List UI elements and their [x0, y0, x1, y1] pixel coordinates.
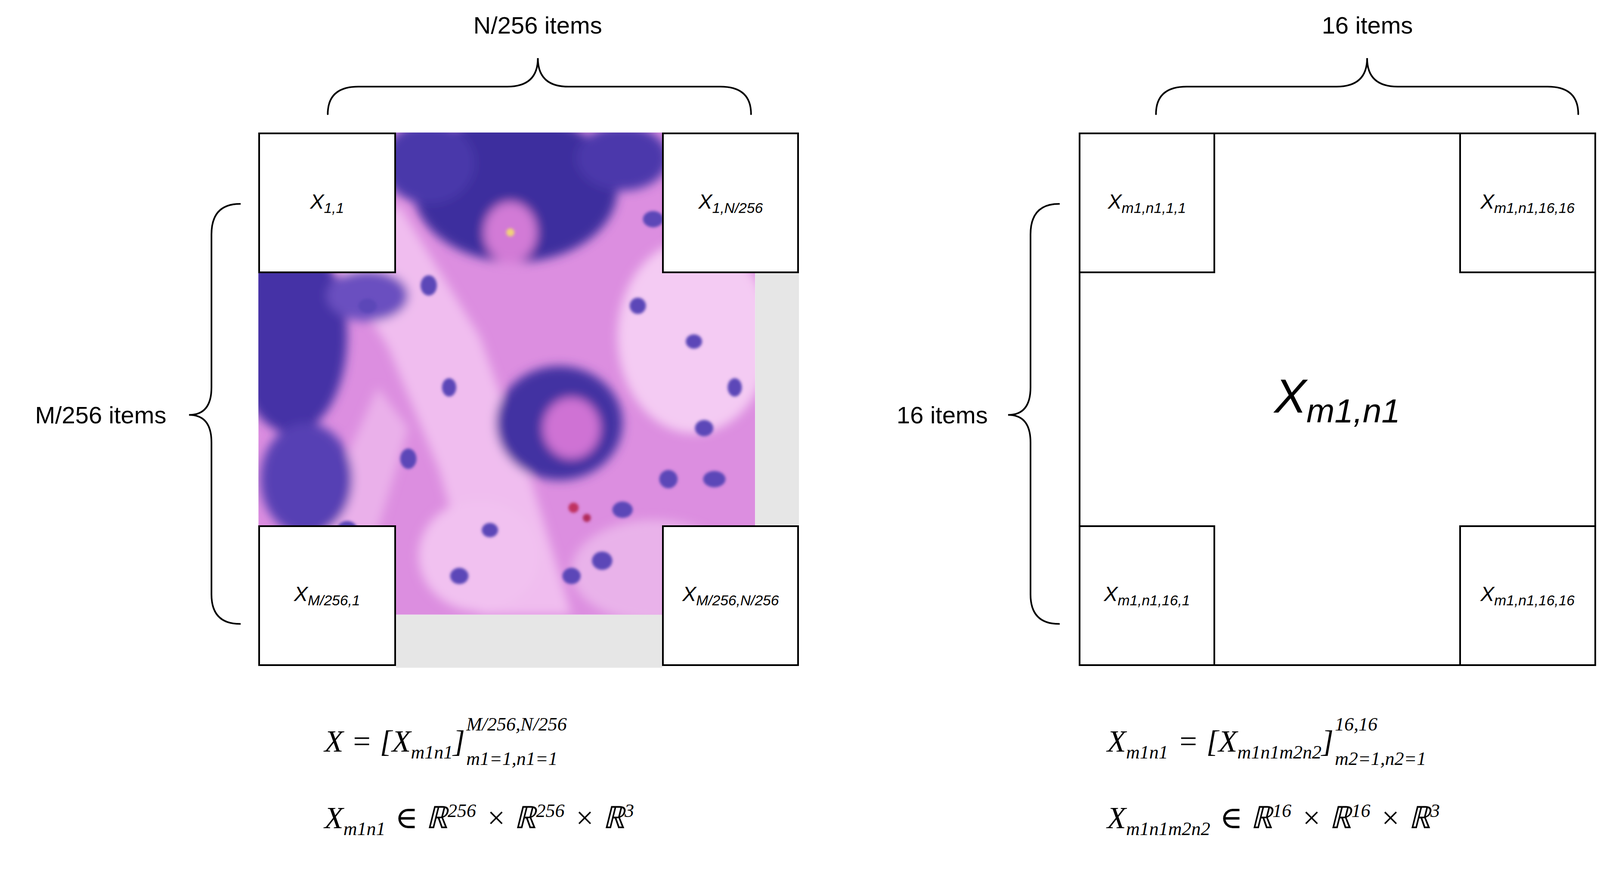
- formula: Xm1n1 = [Xm1n1m2n2]16,16m2=1,n2=1: [1107, 707, 1427, 777]
- tile-index-subscript: m1,n1,16,16: [1494, 592, 1575, 609]
- formula: Xm1n1m2n2∈ ℝ16× ℝ16× ℝ3: [1107, 799, 1440, 842]
- formula-term: ]: [452, 724, 465, 759]
- formula-superscript: 256: [535, 800, 565, 822]
- tile-symbol: X: [1103, 582, 1118, 606]
- formula-term: × ℝ: [1300, 801, 1352, 836]
- formula-superscript: M/256,N/256: [466, 707, 567, 743]
- formula-term: × ℝ: [573, 801, 625, 836]
- formula-term: X = [X: [324, 724, 412, 759]
- formula-subscript: m1n1: [410, 742, 453, 764]
- tile-index-subscript: m1,n1,16,1: [1117, 592, 1190, 609]
- tile-index-subscript: m1,n1,1,1: [1121, 200, 1186, 217]
- tile-label: Xm1,n1: [1274, 367, 1401, 432]
- formula-index-stack: M/256,N/256m1=1,n1=1: [466, 707, 567, 777]
- formula-term: ∈ ℝ: [395, 801, 448, 836]
- formula-term: = [X: [1177, 724, 1238, 759]
- formula: Xm1n1∈ ℝ256× ℝ256× ℝ3: [324, 799, 635, 842]
- formula-superscript: 16,16: [1334, 707, 1427, 743]
- sub-tile-box: Xm1,n1,1,1: [1078, 132, 1216, 274]
- tile-label: X1,N/256: [698, 189, 763, 217]
- tile-label: Xm1,n1,16,16: [1480, 189, 1575, 217]
- formula-superscript: 16: [1351, 800, 1371, 822]
- image-tile-box: XM/256,1: [258, 525, 397, 667]
- curly-brace: [1008, 204, 1059, 625]
- curly-brace: [327, 58, 751, 115]
- brace-label: N/256 items: [473, 12, 603, 39]
- formula-subscript: m2=1,n2=1: [1334, 742, 1427, 777]
- formula-term: X: [1107, 801, 1127, 836]
- tile-symbol: X: [1480, 582, 1495, 606]
- sub-tile-box: Xm1,n1,16,16: [1459, 132, 1597, 274]
- sub-tile-box: Xm1,n1,16,1: [1078, 525, 1216, 667]
- tile-label: XM/256,1: [294, 581, 360, 610]
- tile-index-subscript: 1,N/256: [711, 200, 763, 217]
- formula-superscript: 3: [1430, 800, 1440, 822]
- image-tile-box: X1,1: [258, 132, 397, 274]
- sub-tile-box: Xm1,n1,16,16: [1459, 525, 1597, 667]
- formula-subscript: m1n1m2n2: [1237, 742, 1322, 764]
- image-tile-box: XM/256,N/256: [662, 525, 799, 667]
- tile-symbol: X: [1274, 369, 1307, 424]
- formula-term: × ℝ: [485, 801, 537, 836]
- brace-label: M/256 items: [34, 402, 167, 429]
- formula-superscript: 3: [624, 800, 635, 822]
- tile-grid-box: Xm1,n1Xm1,n1,1,1Xm1,n1,16,16Xm1,n1,16,1X…: [1078, 132, 1597, 667]
- tile-label: Xm1,n1,1,1: [1107, 189, 1186, 217]
- tile-symbol: X: [682, 582, 697, 606]
- formula-subscript: m1n1: [343, 818, 386, 840]
- tile-index-subscript: m1,n1,16,16: [1494, 200, 1575, 217]
- tile-index-subscript: M/256,1: [307, 592, 360, 609]
- tile-label: Xm1,n1,16,16: [1480, 581, 1575, 610]
- tile-label: XM/256,N/256: [682, 581, 779, 610]
- brace-label: 16 items: [896, 402, 988, 429]
- formula-index-stack: 16,16m2=1,n2=1: [1334, 707, 1427, 777]
- tile-label: X1,1: [309, 189, 344, 217]
- formula-subscript: m1n1m2n2: [1126, 818, 1211, 840]
- brace-label: 16 items: [1321, 12, 1414, 39]
- tile-symbol: X: [698, 190, 712, 214]
- tile-label: Xm1,n1,16,1: [1103, 581, 1190, 610]
- formula-term: ∈ ℝ: [1219, 801, 1273, 836]
- image-tile-box: X1,N/256: [662, 132, 799, 274]
- tile-index-subscript: m1,n1: [1306, 392, 1401, 431]
- formula-subscript: m1n1: [1126, 742, 1169, 764]
- formula-superscript: 256: [447, 800, 477, 822]
- tile-index-subscript: M/256,N/256: [696, 592, 779, 609]
- tile-symbol: X: [309, 190, 324, 214]
- tile-symbol: X: [1107, 190, 1122, 214]
- formula-subscript: m1=1,n1=1: [466, 742, 567, 777]
- padding-area: [396, 615, 663, 669]
- formula-term: X: [324, 801, 344, 836]
- curly-brace: [188, 204, 240, 625]
- formula-term: X: [1107, 724, 1127, 759]
- tile-symbol: X: [294, 582, 308, 606]
- formula-term: ]: [1321, 724, 1334, 759]
- padding-area: [755, 273, 799, 526]
- formula: X = [Xm1n1]M/256,N/256m1=1,n1=1: [324, 707, 567, 777]
- tile-index-subscript: 1,1: [323, 200, 344, 217]
- tile-symbol: X: [1480, 190, 1495, 214]
- curly-brace: [1155, 58, 1579, 115]
- formula-superscript: 16: [1272, 800, 1292, 822]
- formula-term: × ℝ: [1379, 801, 1431, 836]
